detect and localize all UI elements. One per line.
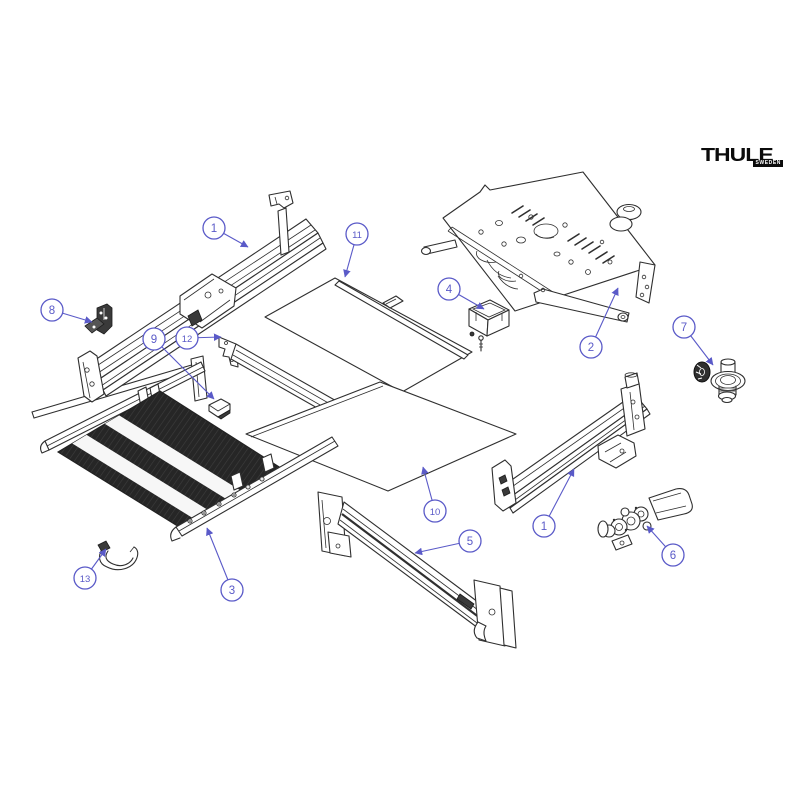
callout-balloon: [345, 222, 369, 246]
callout-mounting-plate: 2: [579, 287, 619, 359]
hook-strap-drawing: [97, 540, 139, 571]
callout-number: 13: [80, 574, 91, 585]
callout-number: 3: [229, 585, 235, 597]
end-clip-drawing: [208, 398, 231, 420]
callout-hook-strap: 13: [73, 548, 107, 590]
callout-upper-mat: 11: [343, 222, 369, 278]
pulley-assembly-drawing: [693, 358, 746, 404]
callout-balloon: [672, 315, 696, 339]
callout-balloon: [423, 499, 447, 523]
callout-number: 7: [681, 322, 687, 334]
callout-balloon: [661, 543, 685, 567]
callout-number: 11: [352, 230, 362, 241]
callout-balloon: [73, 566, 97, 590]
callout-wall-bracket: 8: [40, 298, 93, 324]
callout-balloon: [220, 578, 244, 602]
callout-pulley-assembly: 7: [672, 315, 714, 366]
callout-number: 2: [588, 342, 594, 354]
slide-rail-right-drawing: [491, 372, 651, 514]
callout-number: 1: [211, 223, 217, 235]
wall-bracket-drawing: [84, 303, 113, 335]
callout-number: 9: [151, 334, 157, 346]
callout-control-box: 4: [437, 277, 485, 310]
mounting-plate-drawing: [420, 171, 656, 323]
callout-number: 12: [182, 334, 193, 345]
callout-slide-rail-left: 1: [202, 216, 249, 248]
callout-number: 8: [49, 305, 55, 317]
callout-number: 10: [430, 507, 441, 518]
callout-cross-bracket: 12: [175, 326, 222, 350]
callout-balloon: [579, 335, 603, 359]
callout-number: 5: [467, 536, 473, 548]
callout-balloon: [40, 298, 64, 322]
lower-mat-drawing: [245, 381, 517, 492]
callout-number: 6: [670, 550, 676, 562]
upper-mat-drawing: [264, 277, 473, 393]
control-box-drawing: [468, 299, 510, 352]
callout-balloon: [175, 326, 199, 350]
callout-number: 1: [541, 521, 547, 533]
callout-slide-rail-right: 1: [532, 468, 575, 538]
brand-logo: THULE SWEDEN: [701, 144, 785, 170]
callout-bumper-bar: 5: [414, 529, 482, 556]
callout-balloon: [532, 514, 556, 538]
callout-balloon: [202, 216, 226, 240]
callout-leader-line: [153, 338, 215, 400]
callout-lower-mat: 10: [421, 466, 447, 523]
brand-logo-subtext: SWEDEN: [753, 160, 783, 167]
brand-logo-text: THULE: [701, 144, 774, 166]
callout-drive-motor: 6: [646, 525, 685, 567]
bumper-bar-drawing: [317, 491, 517, 649]
callout-balloon: [458, 529, 482, 553]
step-platform-drawing: [39, 361, 339, 542]
callout-step-platform: 3: [206, 527, 244, 602]
callout-end-clip: 9: [142, 327, 215, 400]
callout-balloon: [437, 277, 461, 301]
callout-balloon: [142, 327, 166, 351]
callout-number: 4: [446, 284, 453, 296]
drive-motor-drawing: [597, 488, 693, 551]
